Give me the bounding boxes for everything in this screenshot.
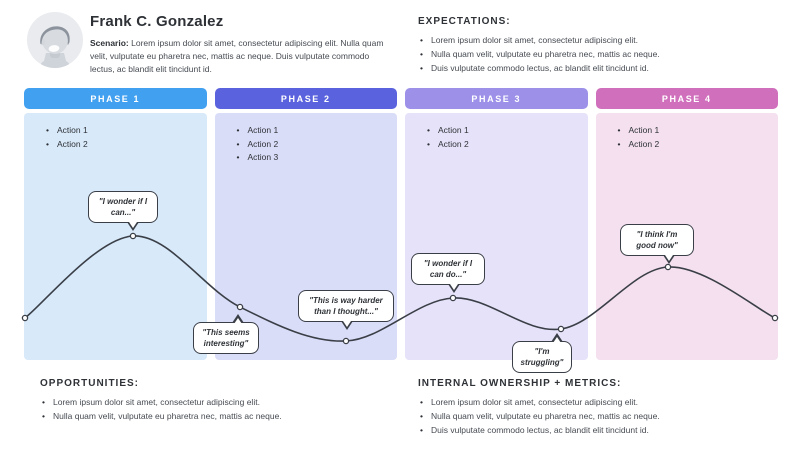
opportunities-title: OPPORTUNITIES: — [40, 378, 140, 389]
phase-4-actions: Action 1 Action 2 — [617, 124, 771, 151]
phase-1: PHASE 1 Action 1 Action 2 — [24, 88, 207, 360]
ownership-metrics-list: Lorem ipsum dolor sit amet, consectetur … — [418, 395, 778, 437]
scenario-label: Scenario: — [90, 38, 129, 48]
phase-4-header: PHASE 4 — [595, 88, 778, 109]
phase-1-body: Action 1 Action 2 — [24, 113, 207, 360]
list-item: Duis vulputate commodo lectus, ac blandi… — [418, 61, 778, 75]
phase-3-actions: Action 1 Action 2 — [426, 124, 580, 151]
phase-3: PHASE 3 Action 1 Action 2 — [405, 88, 588, 360]
action-item: Action 2 — [426, 138, 580, 152]
phase-2-actions: Action 1 Action 2 Action 3 — [236, 124, 390, 165]
persona-name: Frank C. Gonzalez — [90, 13, 224, 30]
quote-bubble: "I'm struggling" — [512, 332, 572, 374]
action-item: Action 3 — [236, 151, 390, 165]
persona-avatar — [26, 11, 84, 69]
action-item: Action 2 — [236, 138, 390, 152]
list-item: Nulla quam velit, vulputate eu pharetra … — [40, 409, 390, 423]
opportunities-list: Lorem ipsum dolor sit amet, consectetur … — [40, 395, 390, 423]
quote-bubble: "This seems interesting" — [193, 313, 259, 355]
phase-3-header: PHASE 3 — [405, 88, 588, 109]
expectations-section: EXPECTATIONS: Lorem ipsum dolor sit amet… — [418, 16, 778, 75]
action-item: Action 2 — [617, 138, 771, 152]
list-item: Nulla quam velit, vulputate eu pharetra … — [418, 47, 778, 61]
list-item: Lorem ipsum dolor sit amet, consectetur … — [40, 395, 390, 409]
list-item: Nulla quam velit, vulputate eu pharetra … — [418, 409, 778, 423]
list-item: Duis vulputate commodo lectus, ac blandi… — [418, 423, 778, 437]
list-item: Lorem ipsum dolor sit amet, consectetur … — [418, 33, 778, 47]
expectations-title: EXPECTATIONS: — [418, 16, 511, 27]
action-item: Action 1 — [426, 124, 580, 138]
action-item: Action 2 — [45, 138, 199, 152]
phase-1-actions: Action 1 Action 2 — [45, 124, 199, 151]
action-item: Action 1 — [617, 124, 771, 138]
quote-bubble: "This is way harder than I thought..." — [298, 290, 394, 331]
action-item: Action 1 — [236, 124, 390, 138]
expectations-list: Lorem ipsum dolor sit amet, consectetur … — [418, 33, 778, 75]
phase-1-header: PHASE 1 — [24, 88, 207, 109]
opportunities-section: OPPORTUNITIES: Lorem ipsum dolor sit ame… — [40, 378, 390, 423]
action-item: Action 1 — [45, 124, 199, 138]
scenario-text: Lorem ipsum dolor sit amet, consectetur … — [90, 38, 384, 74]
quote-bubble: "I think I'm good now" — [620, 224, 694, 265]
list-item: Lorem ipsum dolor sit amet, consectetur … — [418, 395, 778, 409]
quote-bubble: "I wonder if I can..." — [88, 191, 158, 232]
phase-2-header: PHASE 2 — [214, 88, 397, 109]
quote-bubble: "I wonder if I can do..." — [411, 253, 485, 294]
phase-3-body: Action 1 Action 2 — [405, 113, 588, 360]
persona-scenario: Scenario: Lorem ipsum dolor sit amet, co… — [90, 37, 395, 75]
ownership-metrics-section: INTERNAL OWNERSHIP + METRICS: Lorem ipsu… — [418, 378, 778, 437]
person-icon — [27, 12, 83, 68]
ownership-metrics-title: INTERNAL OWNERSHIP + METRICS: — [418, 378, 622, 389]
